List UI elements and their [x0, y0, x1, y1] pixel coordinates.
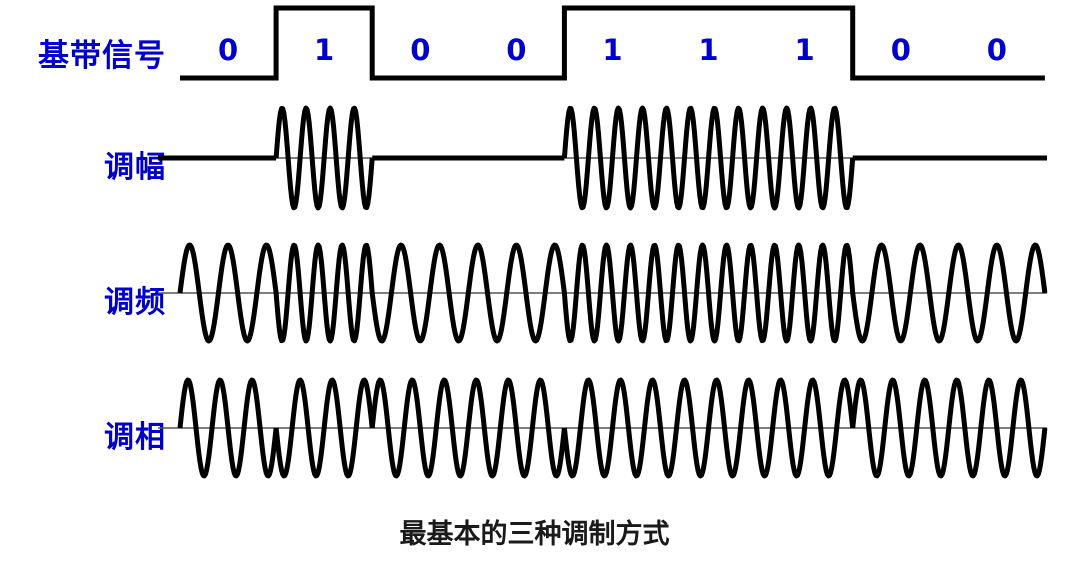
diagram-caption: 最基本的三种调制方式 — [399, 519, 670, 550]
pm-segment-4 — [561, 377, 663, 479]
row-label-phase-modulation: 调相 — [104, 420, 166, 455]
bit-digit-3: 0 — [506, 33, 526, 67]
pm-segment-0 — [177, 377, 279, 479]
bit-digit-5: 1 — [698, 33, 718, 67]
pm-segment-8 — [946, 377, 1048, 479]
bit-digit-2: 0 — [410, 33, 430, 67]
bit-digit-4: 1 — [602, 33, 622, 67]
am-burst — [273, 105, 375, 211]
bit-digit-1: 1 — [314, 33, 334, 67]
waveforms-group — [158, 5, 1048, 479]
pm-segment-3 — [465, 377, 567, 479]
row-label-baseband: 基带信号 — [38, 38, 166, 74]
fm-waveform — [177, 242, 1048, 344]
pm-segment-5 — [658, 377, 760, 479]
bit-digit-7: 0 — [891, 33, 911, 67]
bit-digit-0: 0 — [218, 33, 238, 67]
am-burst — [561, 105, 856, 211]
row-label-amplitude-modulation: 调幅 — [104, 150, 166, 185]
row-label-frequency-modulation: 调频 — [104, 285, 166, 320]
baseband-square-wave — [180, 5, 1045, 81]
pm-segment-7 — [850, 377, 952, 479]
pm-segment-6 — [754, 377, 856, 479]
pm-segment-2 — [369, 377, 471, 479]
bit-digit-6: 1 — [795, 33, 815, 67]
pm-segment-1 — [273, 377, 375, 479]
bit-digit-8: 0 — [987, 33, 1007, 67]
bit-digits-group: 0 1 0 0 1 1 1 0 0 — [218, 33, 1007, 67]
